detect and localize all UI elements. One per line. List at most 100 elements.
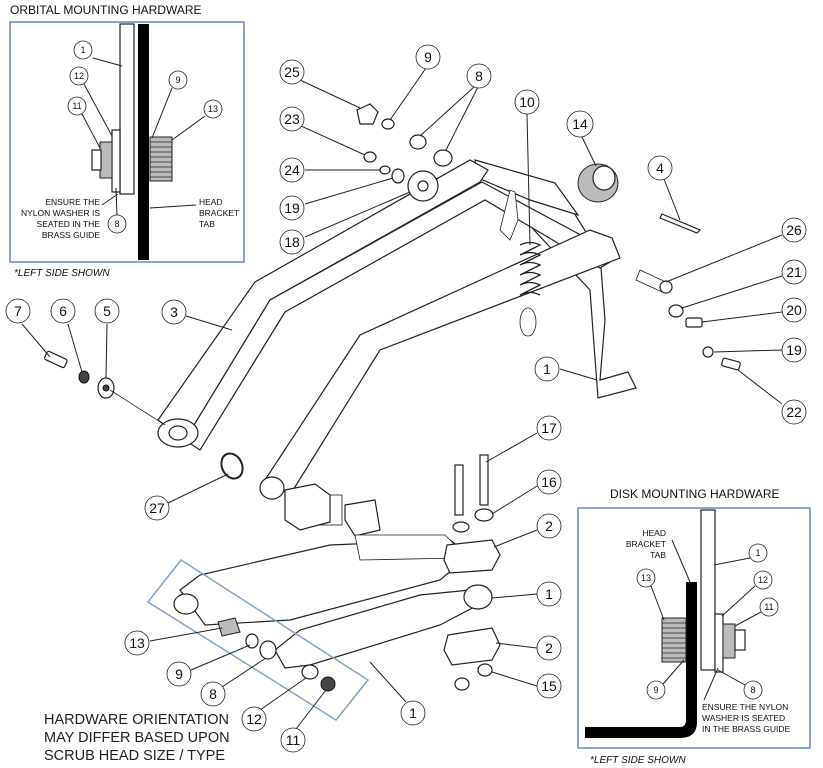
svg-text:23: 23: [284, 111, 300, 127]
svg-text:TAB: TAB: [650, 550, 666, 560]
svg-text:4: 4: [656, 160, 664, 176]
orbital-bolt-end: [91, 149, 102, 171]
svg-text:1: 1: [543, 361, 551, 377]
clamp-block-upper-right: [344, 499, 381, 537]
spacer-18-hole: [417, 180, 429, 192]
nut-15a: [454, 677, 470, 691]
nut-11-lower: [320, 676, 336, 692]
orbital-footnote: *LEFT SIDE SHOWN: [14, 268, 110, 279]
callout-25: 25: [279, 59, 361, 109]
svg-text:6: 6: [59, 303, 67, 319]
washer-8-lower: [259, 640, 277, 660]
orbital-tab-label: HEAD BRACKET TAB: [199, 197, 239, 229]
svg-text:8: 8: [475, 68, 483, 84]
svg-text:BRASS GUIDE: BRASS GUIDE: [42, 230, 100, 240]
svg-text:NYLON WASHER IS: NYLON WASHER IS: [21, 208, 100, 218]
svg-text:11: 11: [72, 101, 81, 111]
callout-8-lower: 8: [200, 657, 267, 707]
svg-text:MAY DIFFER BASED UPON: MAY DIFFER BASED UPON: [44, 730, 230, 746]
svg-text:12: 12: [246, 711, 262, 727]
svg-text:ENSURE THE NYLON: ENSURE THE NYLON: [702, 702, 788, 712]
svg-text:16: 16: [541, 474, 557, 490]
callout-21: 21: [681, 259, 807, 309]
svg-text:11: 11: [764, 602, 773, 612]
orbital-hardware-panel: ORBITAL MOUNTING HARDWARE 1 12: [9, 3, 245, 279]
washer-19b: [702, 346, 714, 358]
disk-bracket-plate: [700, 509, 716, 671]
callout-2-upper: 2: [493, 513, 562, 548]
callout-13-lower: 13: [124, 627, 223, 656]
orbital-note: ENSURE THE NYLON WASHER IS SEATED IN THE…: [21, 197, 100, 240]
washer-19a: [391, 168, 405, 184]
bolt-7: [43, 350, 68, 369]
disk-note-leader: [703, 667, 719, 701]
orbital-callout-1: 1: [73, 40, 123, 67]
orbital-callout-12: 12: [69, 66, 113, 137]
spring-lower-loop: [519, 307, 537, 337]
callout-2-lower: 2: [495, 635, 562, 661]
callout-8: 8: [419, 63, 492, 151]
svg-text:20: 20: [786, 302, 802, 318]
disk-nut: [722, 623, 736, 659]
svg-text:14: 14: [572, 116, 588, 132]
disk-tab-leader: [671, 539, 691, 583]
washer-6: [78, 370, 90, 384]
disk-callout-8: 8: [717, 669, 763, 700]
svg-text:10: 10: [519, 94, 535, 110]
callout-9-lower: 9: [166, 644, 251, 687]
orbital-bracket-plate: [119, 23, 135, 195]
svg-text:1: 1: [755, 548, 760, 558]
orbital-tab-leader: [149, 204, 197, 209]
svg-text:19: 19: [284, 200, 300, 216]
svg-text:5: 5: [103, 303, 111, 319]
arm-3-pivot-hole: [168, 425, 188, 441]
clamp-block-2b: [443, 627, 501, 666]
spring-hook-plate: [499, 189, 519, 241]
bolt-17b: [479, 454, 489, 506]
orbital-nut: [99, 141, 113, 179]
orbital-knurl-lines: [150, 141, 172, 178]
washer-8b: [433, 149, 453, 167]
callout-19-upper: 19: [279, 177, 394, 221]
orbital-head-bracket-tab: [138, 24, 149, 260]
washer-5-hole: [102, 384, 110, 392]
hardware-orientation-box: [146, 559, 370, 721]
svg-text:21: 21: [786, 264, 802, 280]
nut-23: [363, 151, 377, 163]
callout-24: 24: [279, 157, 380, 183]
svg-text:1: 1: [545, 586, 553, 602]
svg-text:BRACKET: BRACKET: [199, 208, 239, 218]
disk-panel-border: [577, 507, 811, 749]
washer-24: [379, 165, 391, 175]
svg-text:WASHER IS SEATED: WASHER IS SEATED: [702, 713, 785, 723]
disk-callout-9: 9: [646, 659, 685, 700]
svg-text:BRACKET: BRACKET: [626, 539, 666, 549]
spring-10: [519, 241, 542, 296]
svg-text:13: 13: [208, 104, 218, 114]
orbital-callout-9: 9: [151, 70, 188, 139]
bolt-17a: [454, 464, 464, 516]
orbital-note-leader: [101, 193, 119, 206]
svg-text:11: 11: [286, 732, 301, 748]
svg-text:TAB: TAB: [199, 219, 215, 229]
svg-text:3: 3: [170, 304, 178, 320]
svg-text:2: 2: [545, 640, 553, 656]
callout-5: 5: [94, 298, 120, 379]
svg-text:26: 26: [786, 222, 802, 238]
callout-14: 14: [566, 110, 597, 167]
disk-footnote: *LEFT SIDE SHOWN: [590, 755, 686, 766]
svg-text:9: 9: [424, 49, 432, 65]
arm-lower-eye: [259, 476, 285, 500]
disk-callout-1: 1: [713, 543, 768, 566]
disk-knurl-lines: [662, 622, 686, 659]
orbital-knurled-guide: [149, 136, 173, 182]
disk-tab-label: HEAD BRACKET TAB: [626, 528, 666, 560]
washer-9: [381, 118, 395, 130]
callout-11-lower: 11: [280, 689, 327, 753]
svg-text:HEAD: HEAD: [199, 197, 223, 207]
arm-lower: [264, 229, 621, 496]
callout-27: 27: [144, 473, 229, 521]
washer-8a: [409, 134, 427, 150]
svg-text:19: 19: [786, 342, 802, 358]
svg-text:17: 17: [541, 420, 557, 436]
